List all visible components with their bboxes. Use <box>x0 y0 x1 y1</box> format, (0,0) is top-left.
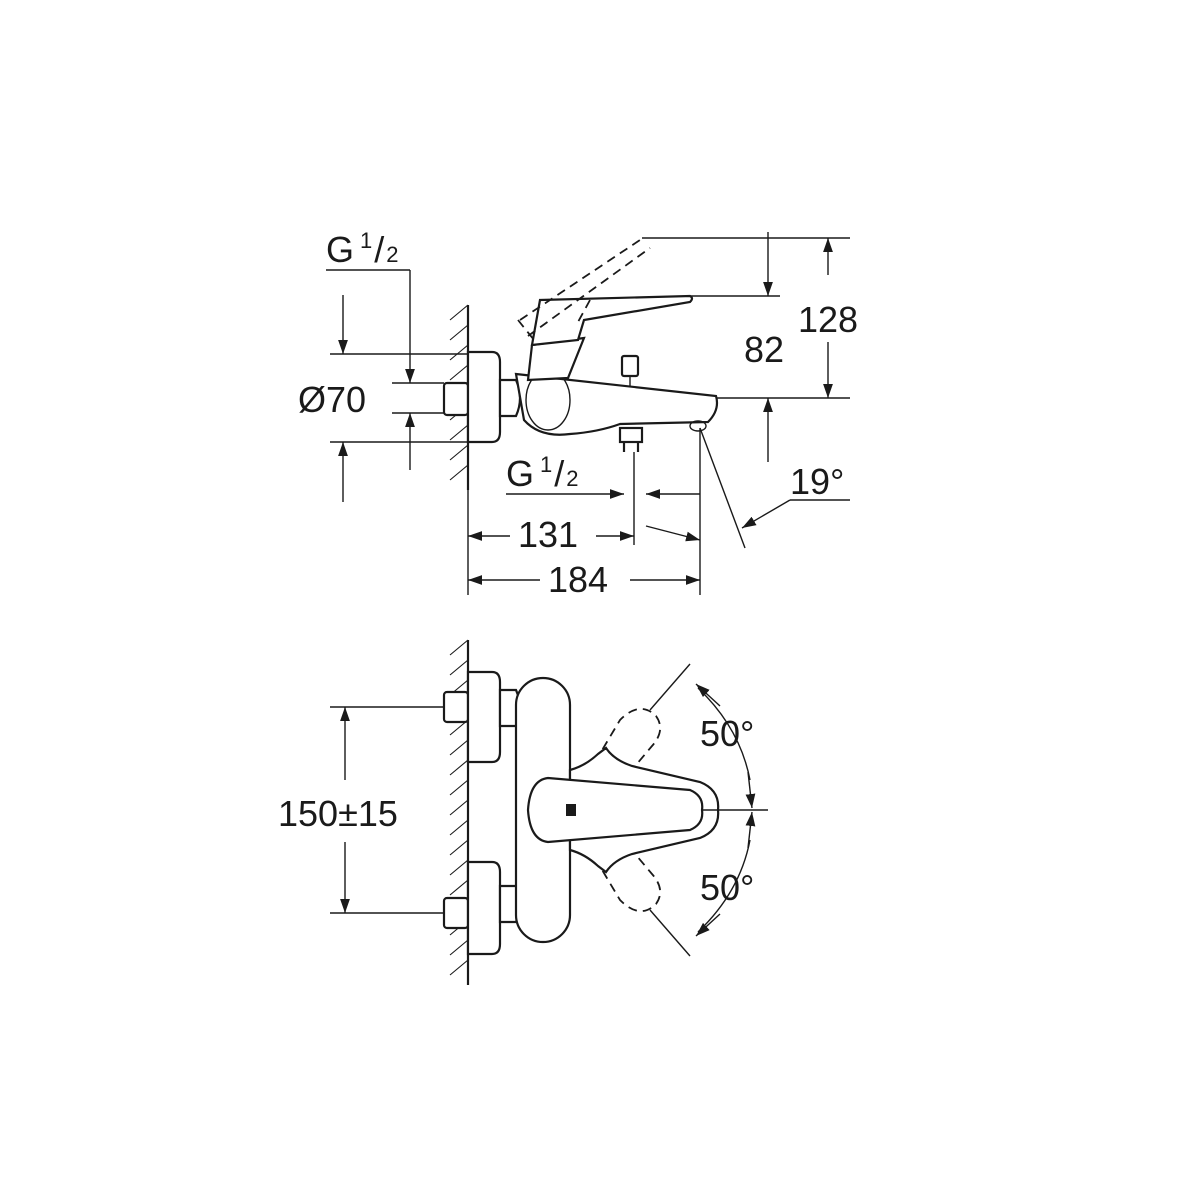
lever-position-down <box>594 835 662 912</box>
dim-length-long-label: 184 <box>548 559 608 600</box>
shower-outlet <box>618 426 644 444</box>
spout-tip <box>689 420 707 432</box>
upper-inlet-connector <box>442 690 470 724</box>
dim-length-short-label: 131 <box>518 514 578 555</box>
lever-raised-outline <box>517 239 651 341</box>
mixer-body <box>514 372 719 436</box>
inlet-connector <box>442 381 470 417</box>
rosette <box>466 350 502 444</box>
spout-angle-label: 19° <box>790 461 844 502</box>
lever-position-up <box>594 708 662 785</box>
lever-grip <box>526 776 704 844</box>
diverter-knob <box>620 354 640 378</box>
dim-height-inner-label: 82 <box>744 329 784 370</box>
rosette-diameter-label: Ø70 <box>298 379 366 420</box>
lower-inlet-connector <box>442 896 470 930</box>
centre-distance-label: 150±15 <box>278 793 398 834</box>
top-view: 150±15 50° 50° <box>278 639 768 985</box>
lever-angle-up-label: 50° <box>700 713 754 754</box>
upper-rosette <box>466 670 502 764</box>
dim-height-outer-label: 128 <box>798 299 858 340</box>
brand-marker <box>566 804 576 816</box>
lower-rosette <box>466 860 502 956</box>
lever-handle <box>530 294 694 347</box>
lever-angle-down-label: 50° <box>700 867 754 908</box>
